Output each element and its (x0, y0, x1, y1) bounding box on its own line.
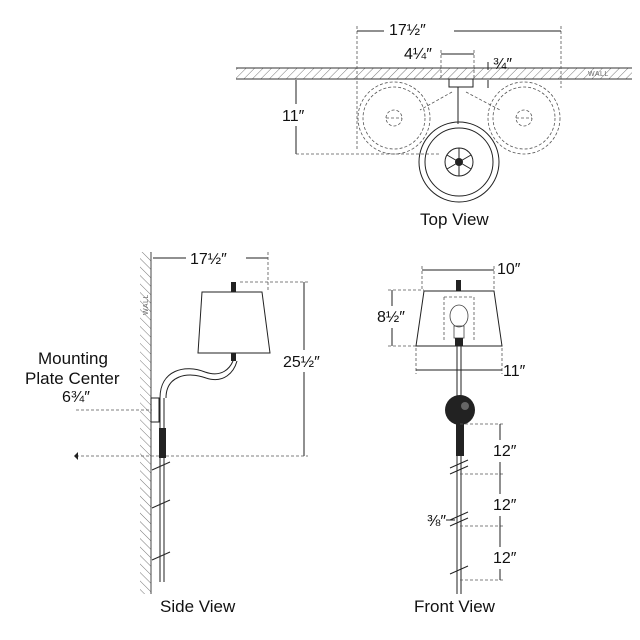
front-top-label: 10″ (497, 261, 521, 278)
front-rod-3-label: 12″ (493, 550, 517, 567)
top-view-wall (236, 68, 632, 79)
side-grip (159, 428, 166, 458)
front-rod-1-label: 12″ (493, 443, 517, 460)
front-shade (415, 290, 503, 347)
side-view: WALL 17½″ 25½″ Mounting (25, 248, 332, 616)
front-grip (456, 424, 464, 456)
side-mounting-label-line1: Mounting (38, 349, 108, 368)
front-bulb (449, 304, 469, 346)
top-view: WALL 17½″ 4¼″ ¾″ 11″ (236, 19, 632, 229)
top-shade-center (418, 121, 500, 203)
side-mounting-label-line2: Plate Center (25, 369, 120, 388)
top-shade-ghost-right (487, 81, 561, 155)
front-backplate (445, 395, 475, 425)
front-rod-gap-label: ⅜″ (427, 513, 446, 530)
front-bottom-label: 11″ (503, 363, 526, 380)
side-arm-outer (165, 360, 238, 399)
side-rod-breaks (151, 461, 171, 561)
top-arm-ghost-right (465, 91, 501, 111)
side-view-title: Side View (160, 597, 236, 616)
front-rod-breaks (449, 459, 469, 575)
side-finial (231, 282, 236, 292)
side-shade (197, 291, 271, 354)
side-view-wall-label: WALL (143, 294, 150, 315)
front-view: 10″ 8½″ 11″ (374, 261, 526, 616)
front-shade-height-label: 8½″ (377, 309, 405, 326)
top-plate-label: ¾″ (493, 56, 512, 73)
side-view-wall (140, 252, 151, 594)
front-view-title: Front View (414, 597, 496, 616)
top-view-wall-label: WALL (588, 71, 609, 78)
side-mounting-plate (150, 397, 160, 423)
top-depth-label: 11″ (282, 108, 305, 125)
top-shade-ghost-left (357, 81, 431, 155)
side-baseline-arrow (74, 452, 78, 460)
side-socket (231, 353, 236, 361)
top-width-label: 17½″ (389, 22, 426, 39)
top-offset-label: 4¼″ (404, 46, 432, 63)
side-projection-label: 17½″ (190, 251, 227, 268)
top-mounting-plate (448, 78, 474, 88)
side-height-label: 25½″ (283, 354, 320, 371)
top-view-title: Top View (420, 210, 489, 229)
front-rod-2-label: 12″ (493, 497, 517, 514)
front-finial (456, 280, 461, 291)
top-arm-ghost-left (419, 91, 453, 111)
side-arm (159, 360, 234, 399)
side-mounting-value: 6¾″ (62, 389, 90, 406)
